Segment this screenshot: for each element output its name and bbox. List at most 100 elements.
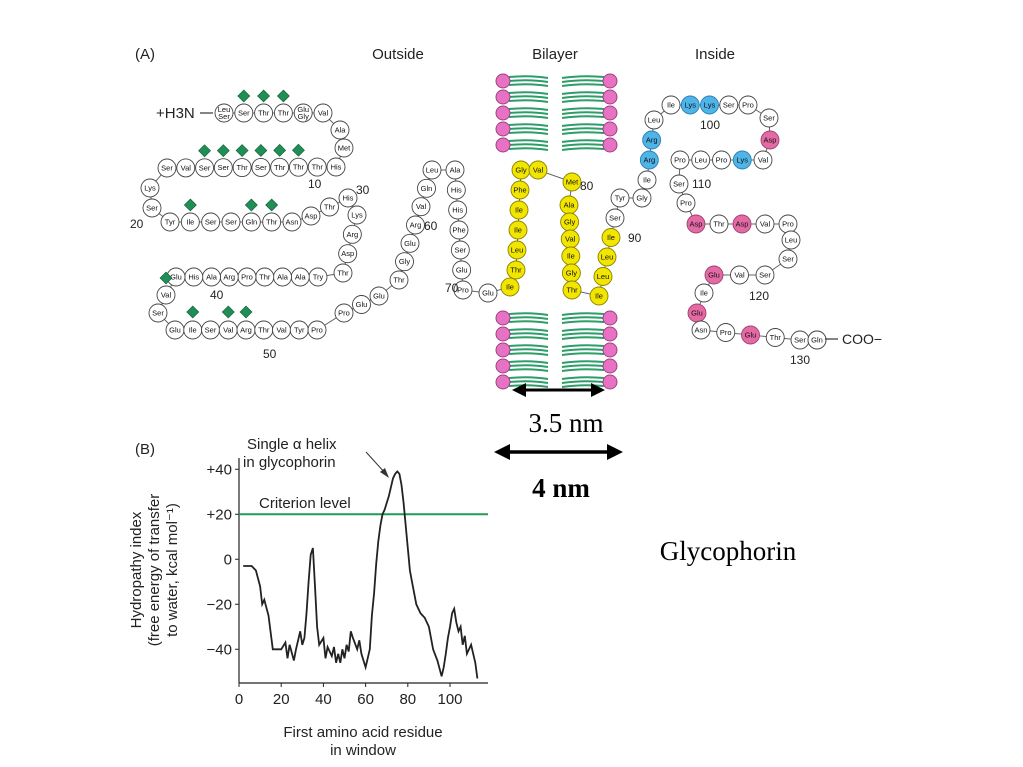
residue-circle — [395, 252, 414, 272]
residue: Val — [411, 197, 431, 217]
residue: Ser — [142, 198, 162, 218]
lipid-tail — [561, 332, 605, 336]
lipid-head — [602, 105, 618, 121]
residue: Ser — [759, 108, 779, 128]
residue-circle — [680, 95, 700, 115]
y-tick-label: +40 — [207, 461, 232, 478]
residue-circle — [601, 228, 621, 247]
residue-name: Gly — [564, 218, 576, 227]
residue-name: Pro — [716, 156, 728, 165]
residue-name: Arg — [410, 221, 422, 230]
residue-circle — [741, 325, 760, 345]
residue-circle — [307, 320, 327, 340]
residue-circle — [333, 263, 353, 283]
lipid-tail — [508, 312, 549, 316]
residue-circle — [234, 103, 254, 123]
residue-circle — [712, 150, 731, 170]
residue-name: Ala — [450, 166, 462, 175]
residue: Ser — [213, 158, 233, 178]
residue-number: 120 — [749, 289, 769, 303]
residue-name: Asp — [764, 136, 777, 145]
residue-circle — [730, 265, 749, 285]
lipid-tail — [508, 143, 549, 147]
outer-width-label: 4 nm — [532, 473, 590, 503]
residue-name: Gly — [515, 166, 527, 175]
residue: Ser — [195, 158, 215, 178]
lipid-tail — [508, 83, 549, 87]
residue: Leu — [422, 160, 442, 180]
residue-name: Glu — [356, 300, 368, 309]
residue: Pro — [670, 150, 690, 170]
sugar-diamond — [273, 143, 287, 157]
residue: Gly — [632, 188, 652, 208]
residue-circle — [307, 157, 327, 177]
lipid-tail — [508, 79, 549, 83]
x-tick-label: 40 — [315, 691, 332, 708]
lipid-head — [602, 121, 618, 137]
residue-circle — [389, 270, 409, 290]
residue-circle — [157, 158, 177, 178]
residue-circle — [338, 244, 358, 264]
residue-name: Glu — [456, 266, 468, 275]
residue-number: 40 — [210, 288, 224, 302]
residue: Glu — [741, 325, 760, 345]
residue: Thr — [232, 158, 252, 178]
residue: Ile — [661, 95, 681, 115]
sugar-diamond — [292, 143, 305, 157]
residue: Ser — [605, 208, 625, 228]
lipid-tail — [508, 147, 549, 151]
residue: Pro — [334, 303, 354, 323]
lipid-head — [495, 121, 511, 137]
residue-name: Glu — [373, 292, 385, 301]
residue: Lys — [680, 95, 700, 115]
lipid-head — [495, 310, 511, 326]
residue-name: Pro — [680, 199, 692, 208]
residue-circle — [445, 160, 465, 180]
residue-name: Ile — [607, 233, 615, 242]
residue-name: Val — [416, 202, 427, 211]
residue: Ser — [778, 249, 798, 269]
residue: Ser — [148, 303, 168, 323]
residue: Val — [753, 150, 773, 170]
lipid-tail — [561, 328, 605, 332]
residue-name: Tyr — [294, 326, 305, 335]
residue: Arg — [406, 215, 425, 235]
lipid-head — [495, 73, 511, 89]
lipid-tail — [561, 95, 605, 99]
residue-name: Glu — [745, 331, 757, 340]
residue-name: Leu — [648, 116, 661, 125]
panel-b-label: (B) — [135, 441, 155, 458]
sugar-diamond — [198, 144, 211, 158]
residue-circle — [400, 233, 420, 253]
residue-circle — [313, 103, 333, 123]
residue: Val — [218, 320, 238, 340]
lipid-tail — [561, 75, 605, 79]
lipid-tail — [508, 348, 549, 352]
residue-name: Leu — [218, 105, 231, 114]
residue: Gln — [241, 212, 261, 232]
residue-name: Ser — [759, 271, 771, 280]
residue-name: Pro — [742, 101, 754, 110]
residue-name: Ala — [277, 273, 289, 282]
residue-name: Pro — [674, 156, 686, 165]
bilayer-bottom-segment — [495, 310, 618, 390]
glycosylation-sites — [159, 89, 305, 319]
residue: Lys — [732, 150, 752, 170]
residue-number: 110 — [692, 177, 711, 191]
residue-name: Thr — [770, 333, 782, 342]
residue-name: Gly — [636, 194, 648, 203]
residue-name: Thr — [278, 109, 290, 118]
residue-name: Lys — [144, 184, 156, 193]
lipid-tail — [508, 380, 549, 384]
residue: Arg — [642, 130, 662, 150]
lipid-head — [495, 137, 511, 153]
residue: Asp — [301, 206, 321, 226]
sugar-diamond — [235, 144, 249, 157]
residue-circle — [807, 330, 827, 350]
lipid-tail — [561, 83, 605, 87]
residue-circle — [676, 193, 696, 213]
lipid-tail — [561, 91, 605, 95]
residue: Ala — [330, 120, 350, 140]
residue: Asp — [760, 130, 780, 150]
